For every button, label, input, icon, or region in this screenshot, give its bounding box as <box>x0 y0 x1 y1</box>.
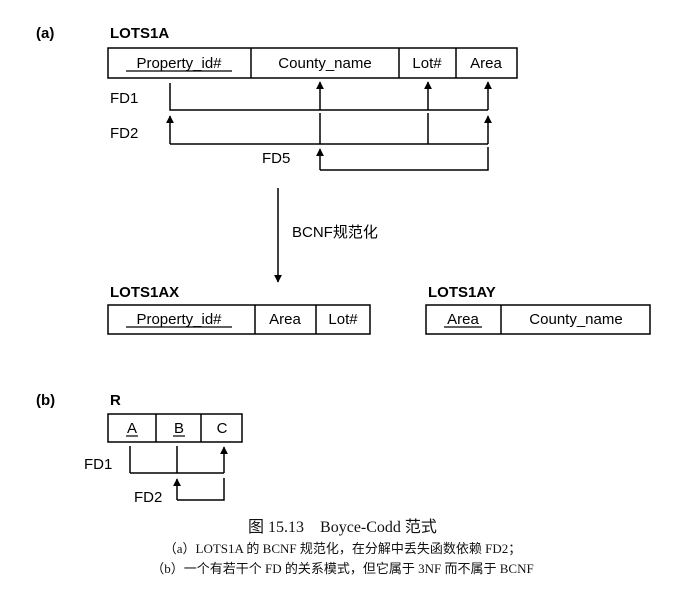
fd2-label-b: FD2 <box>134 489 162 506</box>
relation-name-lots1ax: LOTS1AX <box>110 284 179 301</box>
fd1-label-a: FD1 <box>110 90 138 107</box>
bcnf-transform-label: BCNF规范化 <box>292 224 378 241</box>
attr-property-id: Property_id# <box>136 55 222 72</box>
fd5-arrows-a <box>316 147 489 171</box>
attr-area: Area <box>470 55 502 72</box>
schema-lots1ay: Area County_name <box>425 304 651 335</box>
attr-a: A <box>127 420 137 437</box>
relation-name-r: R <box>110 392 121 409</box>
fd1-arrows-a <box>169 81 492 111</box>
figure-caption-line-b: （b）一个有若干个 FD 的关系模式，但它属于 3NF 而不属于 BCNF <box>151 561 534 576</box>
fd2-label-a: FD2 <box>110 125 138 142</box>
attr-county-name-y: County_name <box>529 311 622 328</box>
attr-lot: Lot# <box>412 55 442 72</box>
panel-b-label: (b) <box>36 392 55 409</box>
attr-area-y: Area <box>447 311 479 328</box>
fd2-arrows-a <box>166 113 492 145</box>
fd2-arrows-b <box>173 478 225 501</box>
figure-caption-line-a: （a）LOTS1A 的 BCNF 规范化，在分解中丢失函数依赖 FD2； <box>163 541 522 556</box>
schema-lots1ax: Property_id# Area Lot# <box>107 304 371 335</box>
figure-caption-title: 图 15.13 Boyce-Codd 范式 <box>248 519 437 536</box>
relation-name-lots1a: LOTS1A <box>110 25 169 42</box>
fd5-label-a: FD5 <box>262 150 290 167</box>
panel-a-label: (a) <box>36 25 54 42</box>
attr-county-name: County_name <box>278 55 371 72</box>
attr-area-x: Area <box>269 311 301 328</box>
attr-property-id-x: Property_id# <box>136 311 222 328</box>
attr-lot-x: Lot# <box>328 311 358 328</box>
schema-lots1a: Property_id# County_name Lot# Area <box>107 47 518 79</box>
attr-c: C <box>217 420 228 437</box>
relation-name-lots1ay: LOTS1AY <box>428 284 496 301</box>
schema-r: A B C <box>107 413 243 443</box>
fd1-arrows-b <box>129 446 228 474</box>
fd1-label-b: FD1 <box>84 456 112 473</box>
attr-b: B <box>174 420 184 437</box>
